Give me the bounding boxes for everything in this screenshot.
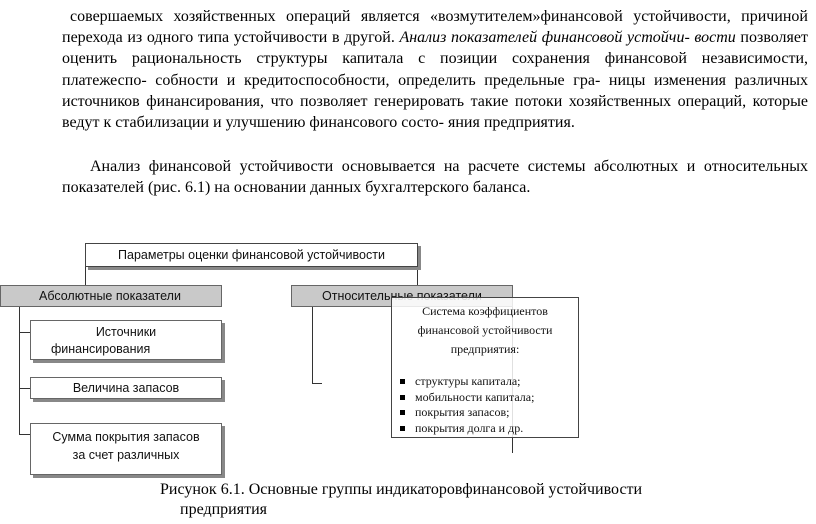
financing-sources-line2: финансирования — [51, 342, 151, 356]
diagram-title-box: Параметры оценки финансовой устойчивости — [85, 243, 418, 267]
connector-to-sources — [19, 332, 30, 333]
bullet-icon — [400, 379, 405, 385]
stock-coverage-box: Сумма покрытия запасов за счет различных — [30, 423, 222, 475]
connector-to-stock — [19, 388, 30, 389]
ratio-system-title: Система коэффициентов финансовой устойчи… — [417, 304, 553, 356]
list-item: структуры капитала; — [400, 374, 578, 390]
connector-to-cover — [19, 434, 30, 435]
bullet-icon — [400, 425, 405, 431]
figure-caption: Рисунок 6.1. Основные группы индикаторов… — [160, 480, 642, 520]
bullet-icon — [400, 394, 405, 400]
connector-rel-vertical — [312, 307, 313, 384]
stock-coverage-line1: Сумма покрытия запасов — [52, 430, 200, 444]
stock-coverage-line2: за счет различных — [72, 448, 180, 462]
financing-sources-box: Источники финансирования — [30, 320, 222, 360]
bullet-icon — [400, 410, 405, 416]
connector-to-ratio — [312, 383, 322, 384]
paragraph-1-text-a: совершаемых хозяйственных операций являе… — [62, 8, 808, 47]
caption-line-2: предприятия — [180, 501, 267, 518]
ratio-system-box: Система коэффициентов финансовой устойчи… — [391, 297, 579, 438]
connector-title-right — [417, 267, 418, 285]
list-item: покрытия долга и др. — [400, 421, 578, 437]
ratio-list: структуры капитала; мобильности капитала… — [392, 374, 578, 436]
caption-line-1: Рисунок 6.1. Основные группы индикаторов… — [160, 481, 643, 498]
connector-title-left — [85, 267, 86, 285]
body-paragraph-1: совершаемых хозяйственных операций являе… — [62, 6, 808, 133]
connector-abs-vertical — [19, 307, 20, 435]
stock-size-box: Величина запасов — [30, 377, 222, 399]
list-item: мобильности капитала; — [400, 390, 578, 406]
financing-sources-line1: Источники — [95, 325, 157, 339]
paragraph-1-text-b: позволяет оценить рациональность структу… — [62, 29, 808, 132]
paragraph-1-italic: Анализ показателей финансовой устойчи- в… — [399, 29, 736, 47]
dash-mark: _ — [122, 367, 129, 379]
absolute-indicators-box: Абсолютные показатели — [0, 285, 222, 307]
list-item: покрытия запасов; — [400, 405, 578, 421]
body-paragraph-2: Анализ финансовой устойчивости основывае… — [62, 158, 808, 197]
